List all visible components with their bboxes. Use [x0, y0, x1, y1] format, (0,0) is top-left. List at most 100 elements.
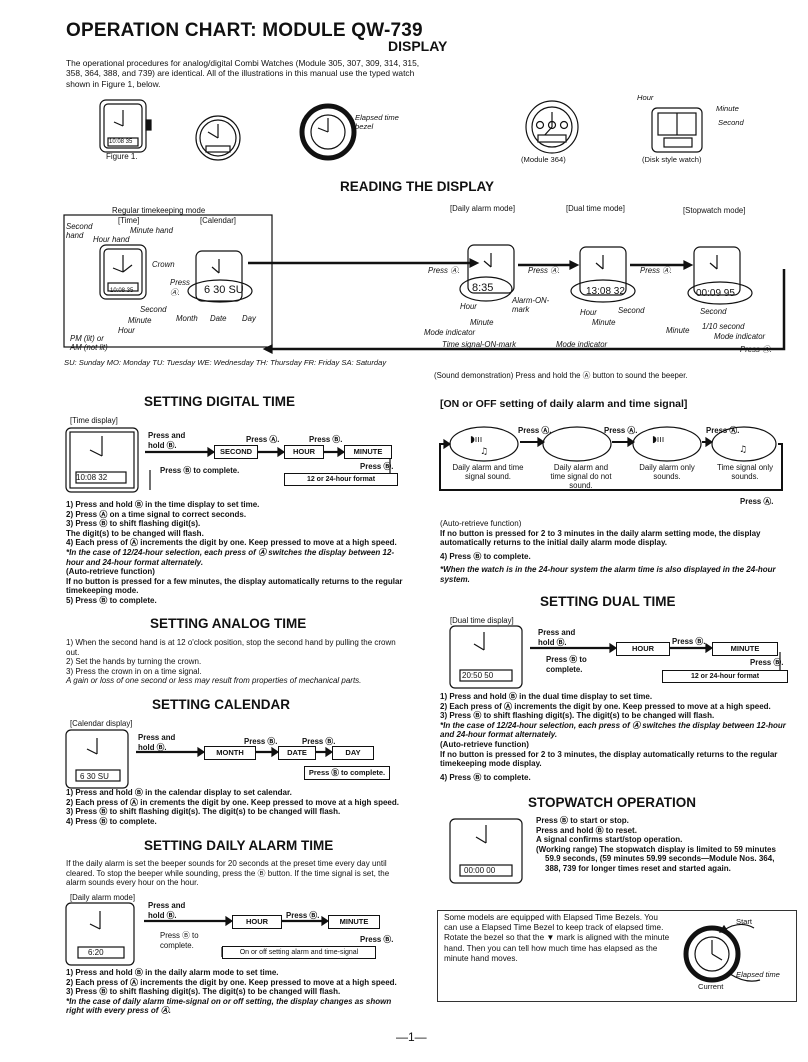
reading-display-diagram	[63, 214, 786, 354]
onoff-press-a-return: Press Ⓐ.	[740, 497, 774, 506]
onoff-auto-text: If no button is pressed for 2 to 3 minut…	[440, 528, 761, 548]
alarm-diagram	[65, 902, 330, 966]
alarm-hour-box: HOUR	[232, 915, 282, 929]
month-step-box: MONTH	[204, 746, 256, 760]
onoff-press-a-3: Press Ⓐ.	[706, 426, 740, 435]
onoff-auto-title: (Auto-retrieve function)	[440, 519, 522, 528]
intro-text: The operational procedures for analog/di…	[66, 58, 420, 89]
tenth-second-label: 1/10 second	[702, 322, 745, 331]
dual-step-3: 3) Press Ⓑ to shift flashing digit(s). T…	[440, 711, 715, 721]
stopwatch-line-1: Press Ⓑ to start or stop.	[536, 816, 629, 825]
page-number: —1—	[396, 1030, 427, 1044]
second-step-box: SECOND	[214, 445, 258, 459]
calendar-step-2: 2) Each press of Ⓐ in crements the digit…	[66, 797, 399, 807]
dual-press-b-2: Press Ⓑ.	[750, 658, 784, 667]
alarm-step-2: 2) Each press of Ⓐ increments the digit …	[66, 977, 397, 987]
hour-step-box: HOUR	[284, 445, 324, 459]
onoff-state-2: Daily alarm and time signal do not sound…	[550, 463, 612, 490]
day-label: Day	[242, 314, 256, 323]
figure1-caption: Figure 1.	[106, 152, 138, 161]
calendar-steps: 1) Press and hold Ⓑ in the calendar disp…	[66, 788, 406, 826]
dual-step-4: 4) Press Ⓑ to complete.	[440, 772, 531, 782]
dual-diagram	[449, 625, 781, 689]
analog-step-3: 3) Press the crown in on a time signal.	[66, 666, 202, 676]
stopwatch-line-5: 59.9 seconds, (59 minutes 59.99 seconds—…	[545, 854, 775, 864]
press-a-label-1: Press Ⓐ.	[170, 278, 190, 297]
alarm-step-1: 1) Press and hold Ⓑ in the daily alarm m…	[66, 968, 279, 977]
disk-style-caption: (Disk style watch)	[642, 155, 702, 164]
elapsed-current-label: Current	[698, 982, 724, 991]
calendar-label: [Calendar]	[200, 216, 236, 225]
stop-minute-label: Minute	[666, 326, 690, 335]
digital-step-5: 5) Press Ⓑ to complete.	[66, 595, 157, 605]
alarm-minute-box: MINUTE	[328, 915, 380, 929]
format-box: 12 or 24-hour format	[284, 473, 398, 486]
time-signal-on-mark: Time signal-ON-mark	[442, 340, 517, 349]
setting-alarm-title: SETTING DAILY ALARM TIME	[144, 838, 334, 853]
minute-hand-label: Minute hand	[130, 226, 173, 235]
stopwatch-line-2: Press and hold Ⓑ to reset.	[536, 825, 637, 835]
setting-digital-title: SETTING DIGITAL TIME	[144, 394, 295, 409]
figure1-watch-illustration	[99, 99, 703, 161]
elapsed-bezel-box	[437, 910, 797, 1002]
month-label: Month	[176, 314, 198, 323]
alarm-press-b-1: Press Ⓑ.	[286, 911, 320, 920]
hour-label: Hour	[118, 326, 135, 335]
alarm-complete: Press Ⓑ to complete.	[160, 931, 199, 950]
time-display-label: [Time display]	[70, 416, 118, 425]
alarm-press-b-2: Press Ⓑ.	[360, 935, 394, 944]
onoff-press-a-2: Press Ⓐ.	[604, 426, 638, 435]
dual-hour-box: HOUR	[616, 642, 670, 656]
press-hold-b: Press and hold Ⓑ.	[148, 431, 186, 450]
svg-text:◗ııı: ◗ııı	[470, 435, 482, 445]
stopwatch-set-lcd: 00:00 00	[464, 866, 496, 875]
alarm-on-off-box: On or off setting alarm and time-signal	[222, 946, 376, 959]
dual-lcd: 13:08 32	[586, 286, 625, 297]
dual-format-box: 12 or 24-hour format	[662, 670, 788, 683]
alarm-display-label: [Daily alarm mode]	[70, 893, 135, 902]
second-hand-label: Second hand	[66, 222, 93, 240]
stopwatch-text: Press Ⓑ to start or stop. Press and hold…	[536, 816, 796, 874]
digital-step-4: 4) Each press of Ⓐ increments the digit …	[66, 538, 397, 548]
alarm-on-mark-label: Alarm-ON-mark	[512, 296, 550, 314]
digital-step-1: 1) Press and hold Ⓑ in the time display …	[66, 500, 260, 509]
calendar-complete: Press Ⓑ to complete.	[304, 766, 390, 780]
stopwatch-line-6: 388, 739 for longer times reset and star…	[545, 863, 731, 873]
pm-am-label: PM (lit) or AM (not lit)	[70, 334, 108, 352]
dual-step-2: 2) Each press of Ⓐ increments the digit …	[440, 701, 771, 711]
date-label: Date	[210, 314, 227, 323]
elapsed-start-label: Start	[736, 917, 753, 926]
dual-minute-label: Minute	[592, 318, 616, 327]
digital-note: *In the case of 12/24-hour selection, ea…	[66, 547, 395, 567]
crown-label: Crown	[152, 260, 175, 269]
elapsed-time-label: Elapsed time	[736, 970, 780, 979]
dual-auto-title: (Auto-retrieve function)	[440, 739, 529, 749]
digital-press-b-2: Press Ⓑ.	[360, 462, 394, 471]
alarm-press-hold: Press and hold Ⓑ.	[148, 901, 186, 920]
on-off-title: [ON or OFF setting of daily alarm and ti…	[440, 398, 688, 410]
stopwatch-title: STOPWATCH OPERATION	[528, 795, 697, 810]
digital-step-3b: The digit(s) to be changed will flash.	[66, 528, 204, 538]
calendar-step-1: 1) Press and hold Ⓑ in the calendar disp…	[66, 788, 292, 797]
calendar-press-hold: Press and hold Ⓑ.	[138, 733, 176, 752]
press-a-label-3: Press Ⓐ.	[528, 266, 561, 275]
dual-second-label: Second	[618, 306, 645, 315]
dual-auto-text: If no button is pressed for 2 to 3 minut…	[440, 749, 778, 769]
calendar-step-3: 3) Press Ⓑ to shift flashing digit(s). T…	[66, 807, 341, 817]
digital-auto-title: (Auto-retrieve function)	[66, 567, 155, 577]
minute-step-box: MINUTE	[344, 445, 392, 459]
press-a-label-4: Press Ⓐ.	[640, 266, 673, 275]
svg-text:♫: ♫	[739, 445, 747, 455]
digital-auto-text: If no button is pressed for a few minute…	[66, 576, 403, 596]
digital-lcd: 10:08 32	[76, 473, 108, 482]
minute-label: Minute	[128, 316, 152, 325]
calendar-press-b-2: Press Ⓑ.	[302, 737, 336, 746]
hour-hand-label: Hour hand	[93, 235, 130, 244]
onoff-note: *When the watch is in the 24-hour system…	[440, 565, 776, 584]
digital-complete: Press Ⓑ to complete.	[160, 466, 240, 475]
sound-demo-text: (Sound demonstration) Press and hold the…	[434, 371, 688, 380]
dual-complete: Press Ⓑ to complete.	[546, 655, 587, 674]
analog-step-1: 1) When the second hand is at 12 o'clock…	[66, 638, 396, 657]
stop-second-label: Second	[700, 307, 727, 316]
day-step-box: DAY	[332, 746, 374, 760]
